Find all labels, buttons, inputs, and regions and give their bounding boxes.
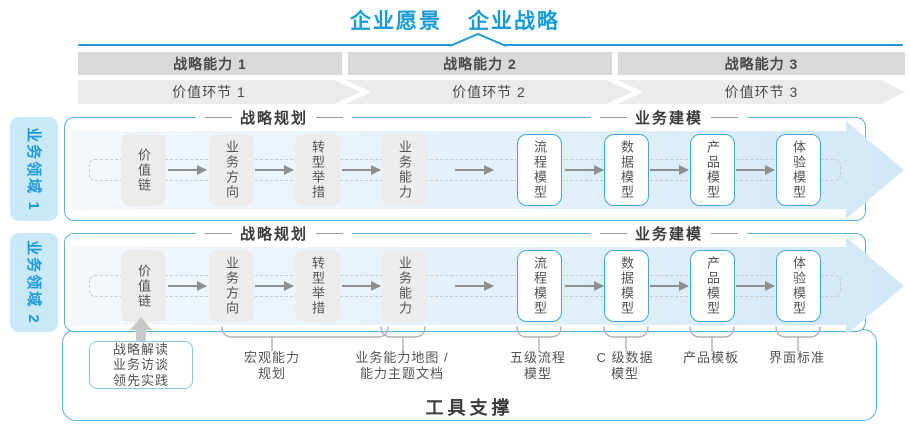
source-line: 战略解读: [112, 341, 169, 357]
domain-row-panel-1: 战略规划 业务建模 价值链 业务方向 转型举措 业务能力 流程模型 数据模型 产…: [64, 107, 904, 221]
node-experience-model: 体验模型: [776, 134, 821, 206]
domain-tab-1: 业务领域 1: [10, 117, 58, 221]
planning-section-title: 战略规划: [195, 223, 353, 244]
note-capability-map: 业务能力地图 / 能力主题文档: [355, 350, 449, 381]
strategy-title: 企业战略: [468, 10, 560, 33]
capability-label: 战略能力 2: [443, 55, 517, 72]
up-arrow-icon: [130, 317, 152, 330]
node-product-model: 产品模型: [690, 250, 735, 322]
arrow-icon: [736, 281, 775, 291]
arrow-icon: [255, 281, 294, 291]
node-process-model: 流程模型: [517, 134, 562, 206]
source-line: 领先实践: [112, 372, 169, 388]
node-value-chain: 价值链: [121, 134, 166, 206]
node-business-direction: 业务方向: [209, 250, 254, 322]
dashed-track: [89, 159, 841, 181]
header-titles: 企业愿景 企业战略: [0, 5, 910, 35]
modeling-section-title: 业务建模: [590, 107, 748, 128]
node-experience-model: 体验模型: [776, 250, 821, 322]
note-level5-process-model: 五级流程 模型: [509, 350, 567, 381]
arrow-icon: [342, 165, 381, 175]
arrow-icon: [255, 165, 294, 175]
arrow-icon: [736, 165, 775, 175]
value-link-label: 价值环节 2: [452, 84, 526, 100]
arrow-icon: [455, 165, 494, 175]
domain-tab-2: 业务领域 2: [10, 233, 58, 332]
tool-support-title: 工具支撑: [425, 398, 514, 418]
capability-label: 战略能力 3: [724, 55, 799, 72]
node-transformation-initiatives: 转型举措: [295, 250, 340, 322]
arrow-icon: [168, 281, 207, 291]
arrow-icon: [565, 281, 604, 291]
note-product-template: 产品模板: [682, 350, 740, 365]
node-business-capability: 业务能力: [382, 134, 427, 206]
note-c-level-data-model: C 级数据 模型: [596, 350, 654, 381]
domain-row-panel-2: 战略规划 业务建模 价值链 业务方向 转型举措 业务能力 流程模型 数据模型 产…: [64, 223, 904, 335]
planning-section-title: 战略规划: [195, 107, 353, 128]
header-divider-line: [78, 44, 903, 46]
source-line: 业务访谈: [112, 357, 169, 373]
capability-bar-2: 战略能力 2: [348, 52, 612, 75]
arrow-icon: [342, 281, 381, 291]
modeling-section-title: 业务建模: [590, 223, 748, 244]
arrow-icon: [565, 165, 604, 175]
arrow-icon: [168, 165, 207, 175]
node-data-model: 数据模型: [604, 134, 649, 206]
node-process-model: 流程模型: [517, 250, 562, 322]
capability-label: 战略能力 1: [173, 55, 247, 72]
value-link-chevron-3: 价值环节 3: [618, 80, 905, 104]
node-business-capability: 业务能力: [382, 250, 427, 322]
note-interface-standard: 界面标准: [768, 350, 826, 365]
capability-bar-1: 战略能力 1: [78, 52, 342, 75]
value-link-label: 价值环节 3: [724, 84, 799, 100]
node-product-model: 产品模型: [690, 134, 735, 206]
domain-label: 业务领域 1: [24, 126, 42, 212]
arrow-icon: [650, 281, 689, 291]
value-link-chevron-2: 价值环节 2: [346, 80, 632, 104]
arrow-icon: [650, 165, 689, 175]
node-value-chain: 价值链: [121, 250, 166, 322]
up-arrow-stem: [136, 330, 146, 343]
node-transformation-initiatives: 转型举措: [295, 134, 340, 206]
value-link-chevron-1: 价值环节 1: [78, 80, 360, 104]
note-macro-capability: 宏观能力 规划: [243, 350, 301, 381]
value-link-label: 价值环节 1: [172, 84, 246, 100]
vision-title: 企业愿景: [350, 10, 442, 33]
source-practices-box: 战略解读 业务访谈 领先实践: [89, 341, 193, 389]
arrow-icon: [455, 281, 494, 291]
node-data-model: 数据模型: [604, 250, 649, 322]
dashed-track: [89, 275, 841, 297]
capability-bar-3: 战略能力 3: [618, 52, 905, 75]
node-business-direction: 业务方向: [209, 134, 254, 206]
domain-label: 业务领域 2: [24, 240, 42, 325]
